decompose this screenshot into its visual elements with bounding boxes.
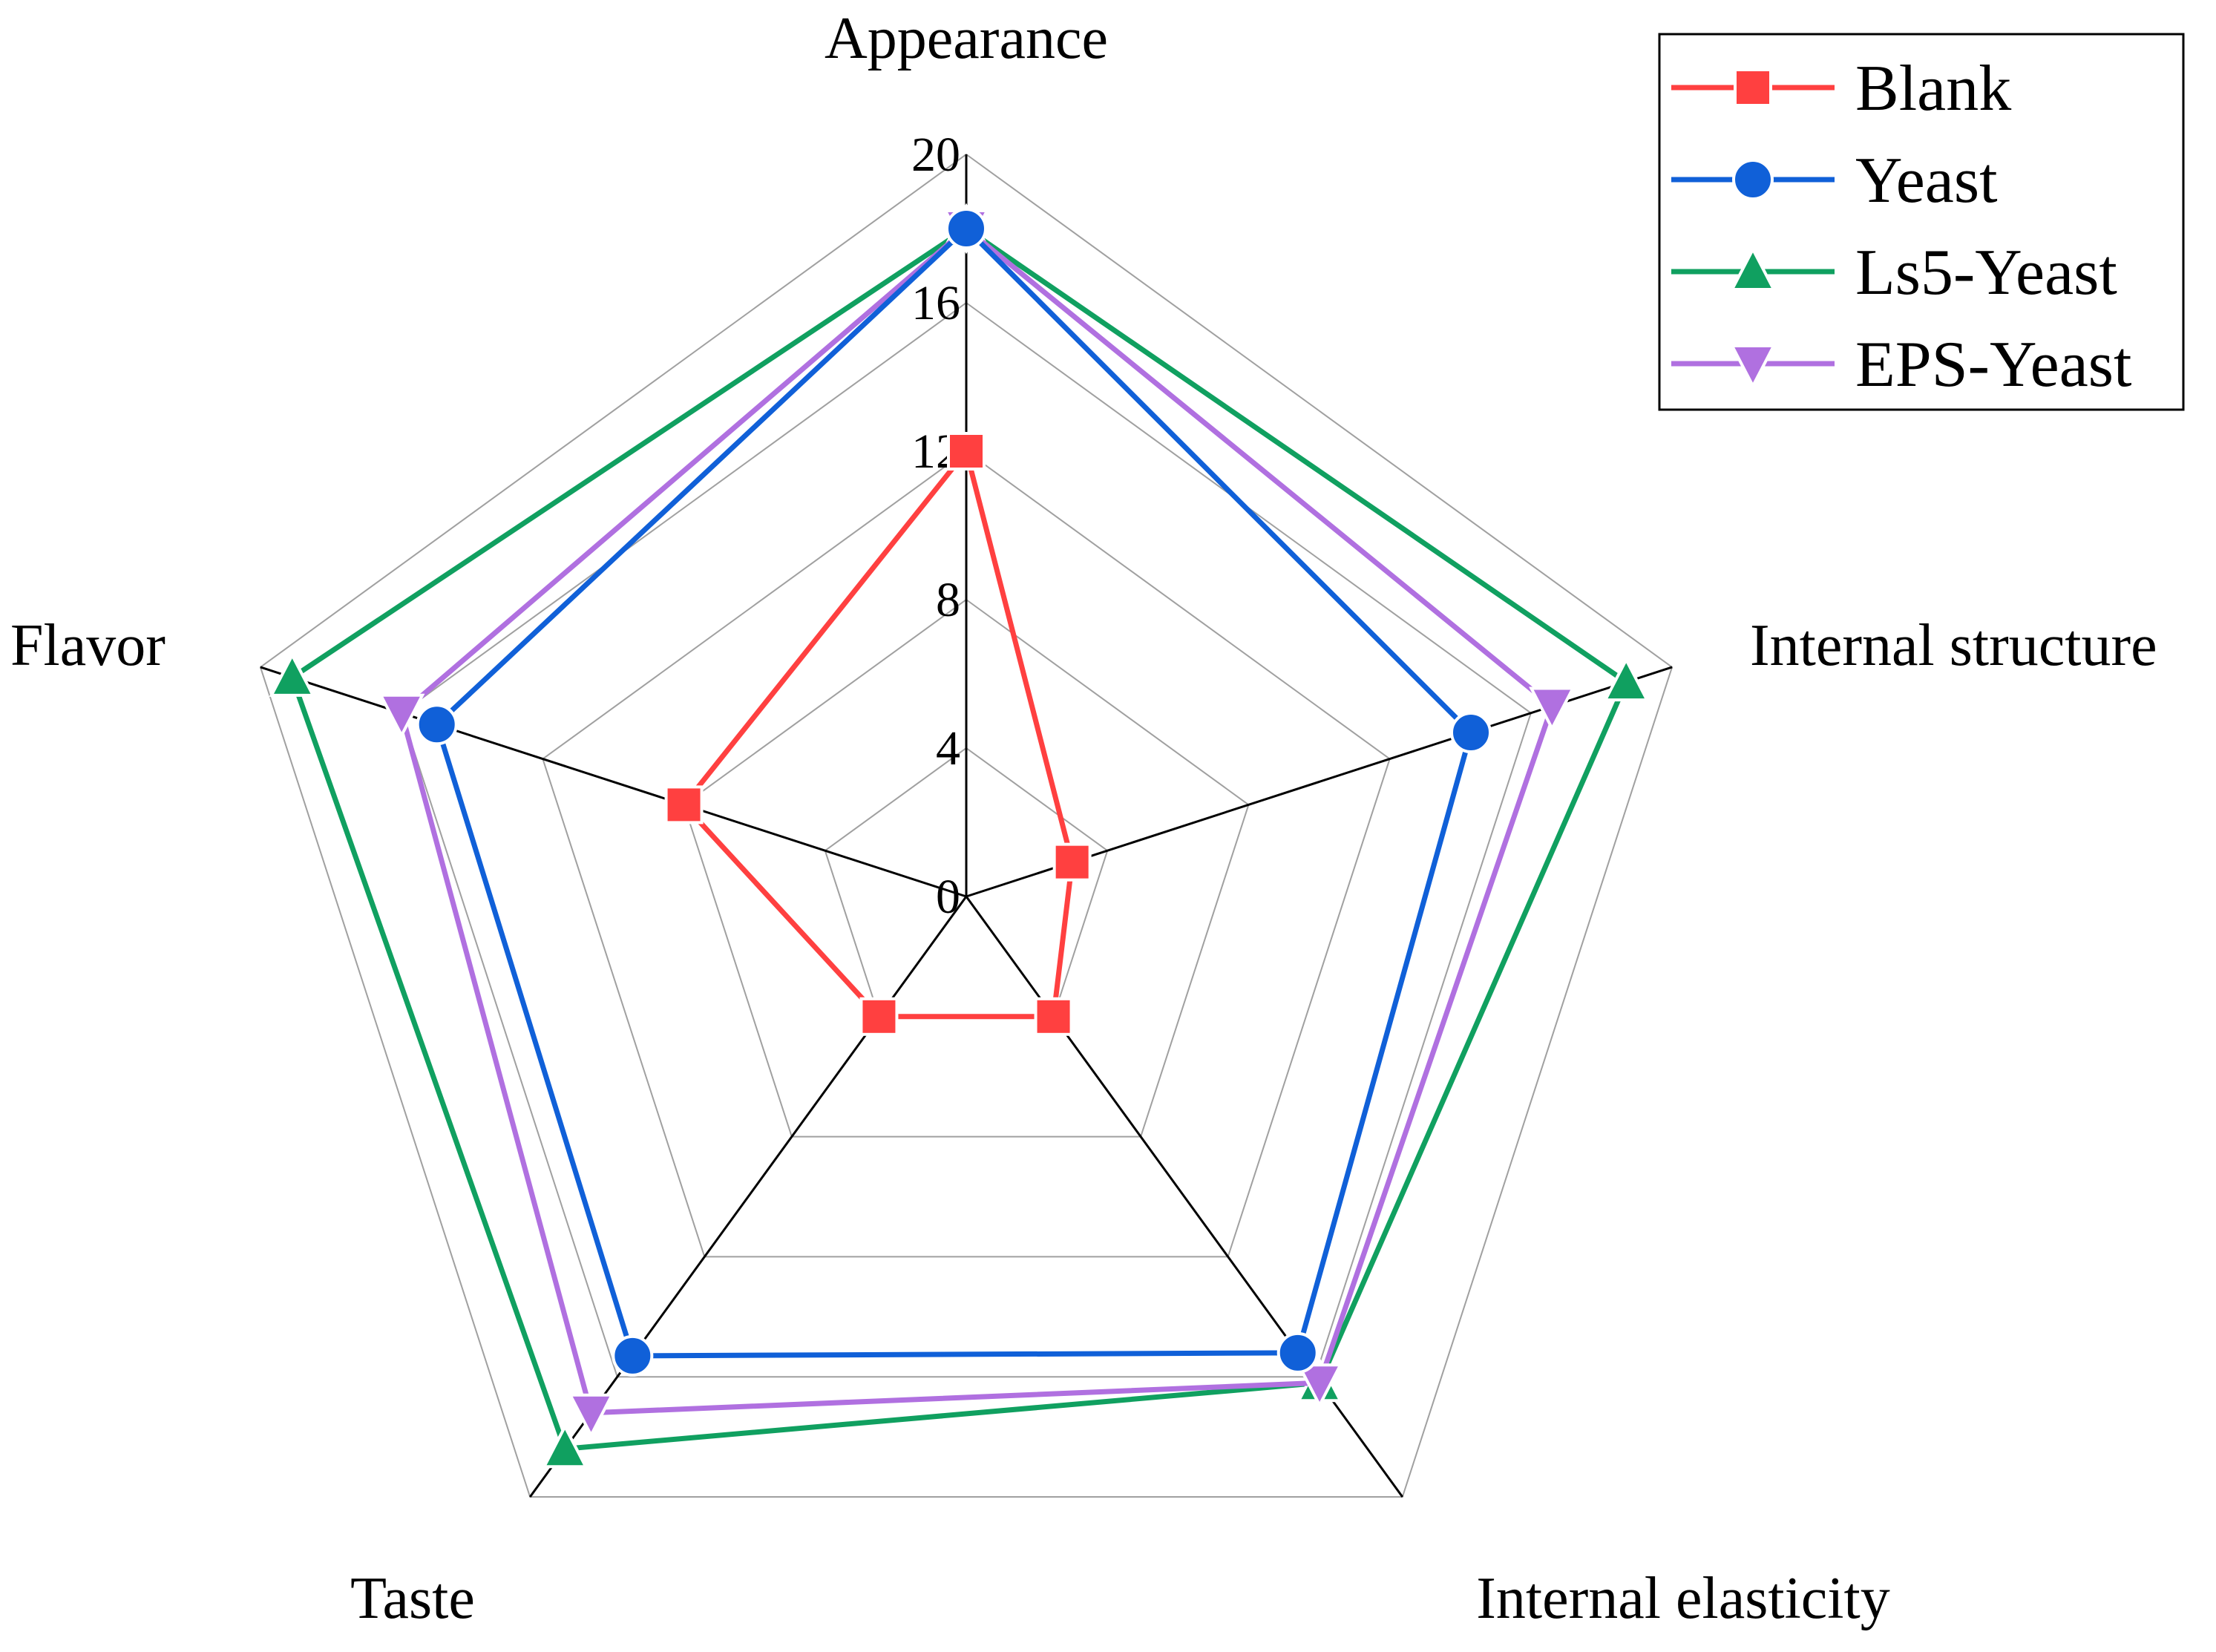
radial-tick-label: 0 [936,870,960,924]
series-line [289,226,1629,1452]
data-point [568,1393,614,1439]
data-point [378,693,425,739]
axis-line [260,666,967,898]
radial-tick-label: 20 [911,128,960,182]
series-line [399,226,1555,1416]
axis-label: Internal elasticity [1476,1566,1890,1631]
legend-marker [1734,68,1772,107]
series-group [269,203,1650,1469]
data-point [541,1423,589,1469]
grid-ring [259,153,1674,1498]
series-line [681,448,1075,1020]
grid-ring [683,598,1250,1138]
radial-tick-label: 4 [936,721,960,776]
series-blank [664,432,1092,1036]
grid-ring [542,450,1391,1258]
axis-label: Taste [350,1566,475,1631]
data-point [612,1334,654,1377]
grid-ring [400,301,1532,1378]
legend-marker [1732,159,1774,200]
series-yeast [416,208,1492,1377]
data-point [1052,842,1092,882]
axis-label: Appearance [825,6,1108,71]
data-point [269,652,316,697]
axis-label: Internal structure [1750,613,2157,678]
legend-marker [1729,246,1777,291]
radial-tick-label: 8 [936,573,960,627]
legend-label: Blank [1855,53,2011,125]
series-eps-yeast [378,209,1576,1439]
legend-label: EPS-Yeast [1855,329,2132,401]
radar-axes [260,154,1673,1498]
radar-grid [259,153,1674,1498]
data-point [1450,712,1492,754]
legend-item: Yeast [1671,145,1998,217]
data-point [1276,1331,1319,1374]
legend-label: Yeast [1855,145,1998,217]
data-point [664,785,704,825]
data-point [416,704,458,746]
legend-item: Blank [1671,53,2011,125]
data-point [1296,1363,1343,1409]
radial-tick-label: 16 [911,276,960,330]
legend-marker [1729,344,1777,390]
data-point [945,208,987,249]
axis-label: Flavor [10,613,165,678]
data-point [947,432,986,471]
legend-item: EPS-Yeast [1671,329,2132,401]
legend-label: Ls5-Yeast [1855,237,2117,309]
data-point [1529,686,1576,732]
data-point [1034,997,1073,1036]
series-line [434,226,1474,1359]
data-point [1602,656,1650,702]
data-point [859,997,899,1036]
legend-item: Ls5-Yeast [1671,237,2117,309]
